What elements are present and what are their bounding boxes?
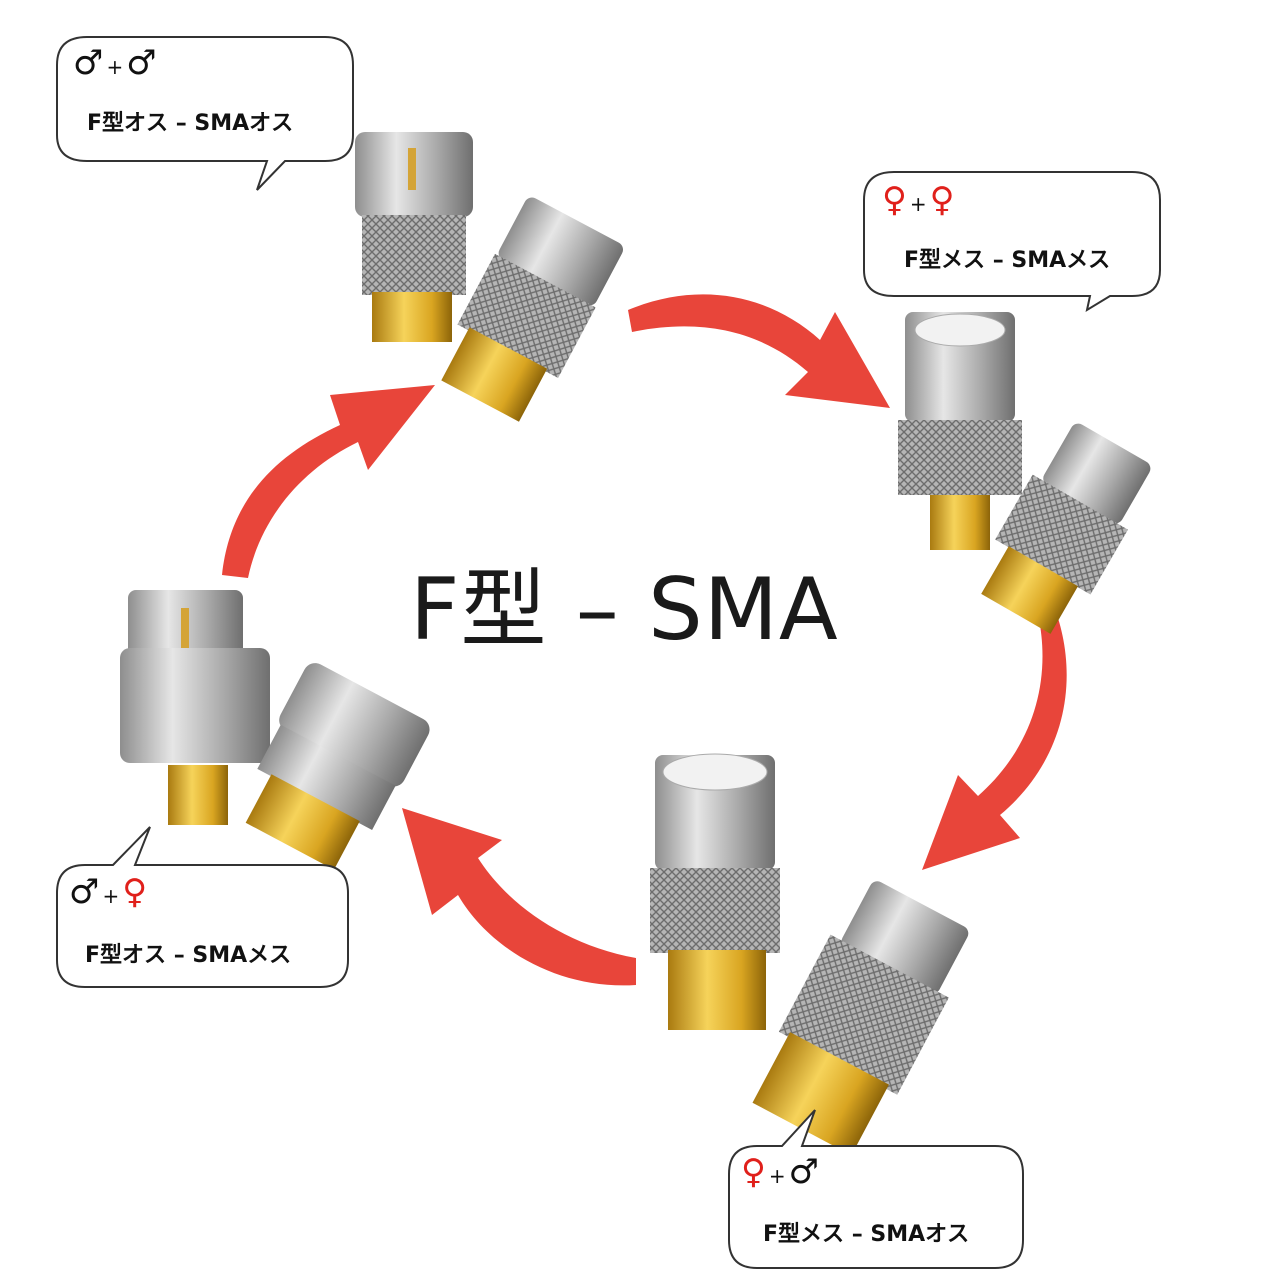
- female-symbol-icon: ♀: [882, 180, 907, 220]
- bubble-label: F型オス – SMAオス: [87, 111, 294, 136]
- rf-adapter-icon: [752, 881, 969, 1156]
- female-symbol-icon: ♀: [122, 872, 148, 912]
- curved-arrow-icon: [402, 808, 636, 986]
- speech-bubble-male-male: ♂+♂ F型オス – SMAオス: [55, 35, 355, 195]
- rf-adapter-icon: [650, 753, 780, 1030]
- female-symbol-icon: ♀: [741, 1152, 766, 1192]
- plus-sign: +: [909, 192, 927, 216]
- bubble-label: F型メス – SMAオス: [763, 1222, 970, 1247]
- speech-bubble-male-female: ♂+♀ F型オス – SMAメス: [55, 825, 350, 990]
- female-symbol-icon: ♀: [929, 180, 955, 220]
- rf-adapter-icon: [898, 312, 1022, 550]
- rf-adapter-icon: [245, 663, 430, 870]
- rf-adapter-icon: [981, 423, 1151, 634]
- rf-adapter-icon: [120, 590, 270, 825]
- plus-sign: +: [106, 55, 124, 79]
- plus-sign: +: [102, 884, 120, 908]
- rf-adapter-icon: [355, 132, 473, 342]
- page-title: F型 – SMA: [410, 560, 839, 660]
- bubble-label: F型オス – SMAメス: [85, 943, 292, 968]
- plus-sign: +: [768, 1164, 786, 1188]
- curved-arrow-icon: [922, 618, 1067, 870]
- rf-adapter-icon: [441, 197, 623, 422]
- curved-arrow-icon: [628, 294, 890, 408]
- curved-arrow-icon: [222, 385, 435, 578]
- male-symbol-icon: ♂: [788, 1152, 820, 1192]
- speech-bubble-female-male: ♀+♂ F型メス – SMAオス: [727, 1108, 1025, 1270]
- male-symbol-icon: ♂: [69, 872, 100, 912]
- male-symbol-icon: ♂: [73, 43, 104, 83]
- bubble-label: F型メス – SMAメス: [904, 248, 1111, 273]
- speech-bubble-female-female: ♀+♀ F型メス – SMAメス: [862, 170, 1162, 313]
- male-symbol-icon: ♂: [126, 43, 157, 83]
